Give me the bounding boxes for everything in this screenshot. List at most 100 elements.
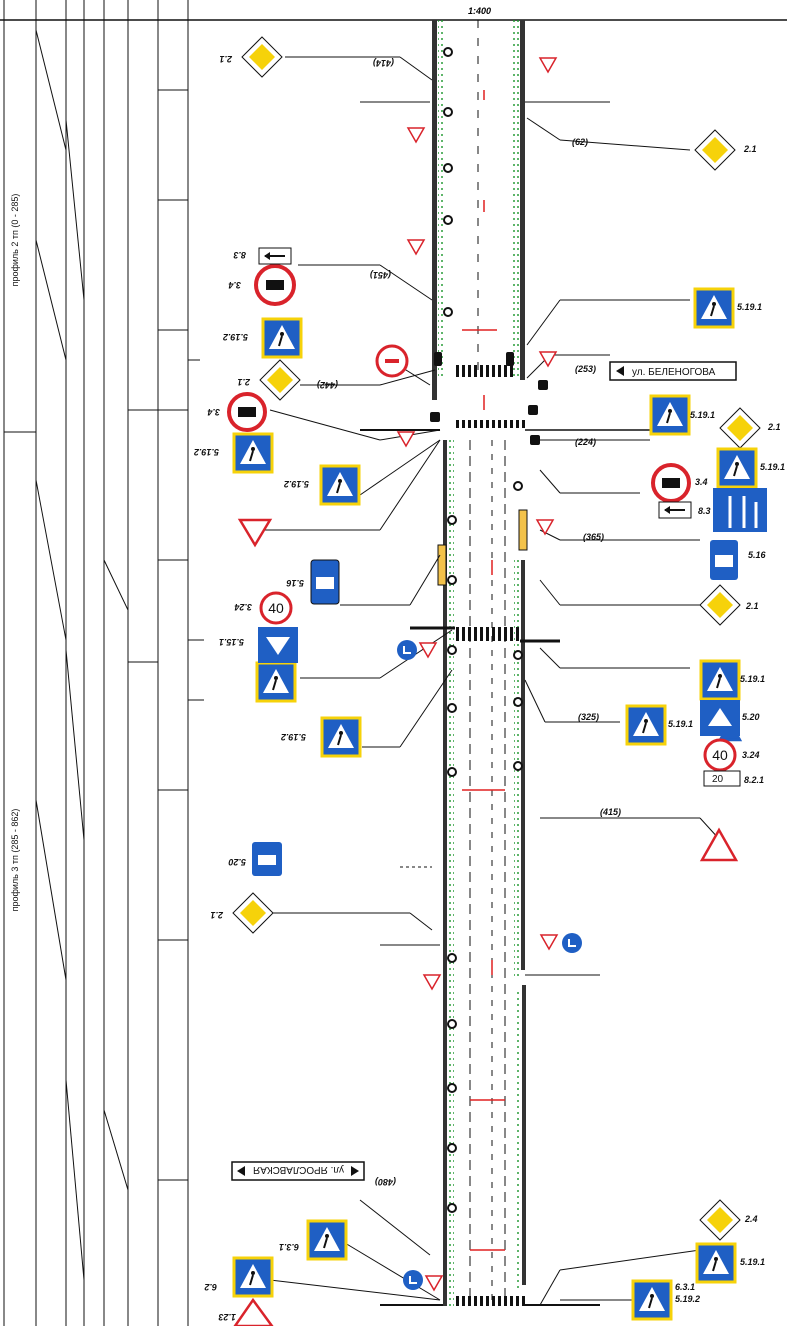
svg-text:2.1: 2.1 bbox=[745, 601, 759, 611]
pedestrian-crossing-icon bbox=[320, 716, 362, 758]
speed-limit-icon: 40 bbox=[703, 738, 737, 772]
info-signs bbox=[252, 488, 767, 1290]
svg-text:8.2.1: 8.2.1 bbox=[744, 775, 764, 785]
pedestrian-crossing-icon bbox=[716, 447, 758, 489]
pedestrian-crossing-icon bbox=[625, 704, 667, 746]
lane-start-icon bbox=[700, 700, 740, 736]
give-way-icon bbox=[535, 519, 555, 536]
svg-text:2.4: 2.4 bbox=[744, 1214, 758, 1224]
svg-text:5.19.1: 5.19.1 bbox=[760, 462, 785, 472]
arrow-left-icon bbox=[237, 1166, 245, 1176]
turn-indicator-icon bbox=[403, 1270, 423, 1290]
svg-text:2.1: 2.1 bbox=[210, 910, 224, 920]
traffic-lights bbox=[430, 352, 548, 586]
svg-text:2.1: 2.1 bbox=[743, 144, 757, 154]
svg-text:5.16: 5.16 bbox=[285, 578, 304, 588]
svg-text:1.23: 1.23 bbox=[218, 1312, 236, 1322]
svg-text:ул. ЯРОСЛАВСКАЯ: ул. ЯРОСЛАВСКАЯ bbox=[253, 1164, 344, 1175]
svg-text:(451): (451) bbox=[370, 270, 391, 280]
arrow-plates bbox=[258, 247, 692, 519]
turn-indicator-icon bbox=[562, 933, 582, 953]
pedestrian-crossing-icon bbox=[306, 1219, 348, 1261]
svg-text:5.19.2: 5.19.2 bbox=[223, 332, 248, 342]
pedestrian-crossing-icon bbox=[699, 659, 741, 701]
svg-text:5.19.1: 5.19.1 bbox=[740, 674, 765, 684]
direction-plate-icon bbox=[658, 501, 692, 519]
pedestrian-crossing-icon bbox=[649, 394, 691, 436]
svg-text:6.3.1: 6.3.1 bbox=[279, 1242, 299, 1252]
arrow-left-icon bbox=[616, 366, 624, 376]
no-trucks-icon bbox=[227, 392, 267, 432]
pedestrian-crossing-icon bbox=[319, 464, 361, 506]
give-way-icon bbox=[418, 642, 438, 659]
bus-lane-icon bbox=[252, 842, 282, 876]
svg-text:5.20: 5.20 bbox=[228, 857, 246, 867]
distance-labels: (414) (62) (442) (451) (253) (224) (365)… bbox=[317, 58, 621, 1187]
svg-text:(325): (325) bbox=[578, 712, 599, 722]
no-trucks-icon bbox=[651, 463, 691, 503]
give-way-icon bbox=[538, 57, 558, 74]
svg-text:20: 20 bbox=[712, 774, 724, 785]
street-plate-belenogova: ул. БЕЛЕНОГОВА bbox=[609, 361, 737, 381]
svg-text:5.19.2: 5.19.2 bbox=[284, 479, 309, 489]
triangle-signs bbox=[233, 57, 743, 1326]
priority-road-sign-icon bbox=[719, 407, 761, 449]
svg-text:3.4: 3.4 bbox=[695, 477, 708, 487]
pedestrian-crossing-icon bbox=[631, 1279, 673, 1321]
prohibition-signs: 40 40 bbox=[227, 264, 737, 772]
svg-text:5.19.2: 5.19.2 bbox=[281, 732, 306, 742]
scale-label: 1:400 bbox=[468, 6, 491, 16]
svg-text:2.1: 2.1 bbox=[767, 422, 781, 432]
pedestrian-crossing-icon bbox=[255, 661, 297, 703]
give-way-icon bbox=[406, 127, 426, 144]
priority-road-sign-icon bbox=[259, 359, 301, 401]
priority-road-sign-icon bbox=[694, 129, 736, 171]
sign-code-labels: 2.1 2.1 2.1 2.1 2.1 2.1 5.19.1 5.19.1 5.… bbox=[194, 54, 785, 1322]
svg-text:5.19.1: 5.19.1 bbox=[668, 719, 693, 729]
crossing-signs bbox=[232, 287, 758, 1321]
svg-text:6.2: 6.2 bbox=[204, 1282, 217, 1292]
profile-note-1: профиль 2 тп (0 - 285) bbox=[10, 194, 20, 287]
svg-text:(62): (62) bbox=[572, 137, 588, 147]
speed-limit-value: 40 bbox=[712, 747, 728, 763]
pedestrian-crossing-icon bbox=[232, 432, 274, 474]
give-way-icon bbox=[539, 934, 559, 951]
pedestrian-crossing-icon bbox=[261, 317, 303, 359]
svg-text:5.19.2: 5.19.2 bbox=[675, 1294, 700, 1304]
bus-stop-icon bbox=[310, 559, 340, 605]
svg-text:5.19.1: 5.19.1 bbox=[740, 1257, 765, 1267]
svg-text:6.3.1: 6.3.1 bbox=[675, 1282, 695, 1292]
profile-note-2: профиль 3 тп (285 - 862) bbox=[10, 809, 20, 912]
svg-text:(253): (253) bbox=[575, 364, 596, 374]
give-way-icon bbox=[538, 351, 558, 368]
svg-text:8.3: 8.3 bbox=[698, 506, 711, 516]
pedestrian-crossing-icon bbox=[232, 1256, 274, 1298]
svg-text:3.24: 3.24 bbox=[742, 750, 760, 760]
bus-stop-icon bbox=[710, 540, 738, 580]
svg-text:(480): (480) bbox=[375, 1177, 396, 1187]
warning-triangle-icon bbox=[699, 827, 739, 862]
priority-road-signs bbox=[232, 36, 761, 1241]
priority-road-sign-icon bbox=[699, 1199, 741, 1241]
priority-road-sign-icon bbox=[232, 892, 274, 934]
pedestrian-crossing-icon bbox=[695, 1242, 737, 1284]
speed-limit-icon: 40 bbox=[259, 591, 293, 625]
priority-road-sign-icon bbox=[241, 36, 283, 78]
svg-text:3.24: 3.24 bbox=[234, 602, 252, 612]
svg-text:8.3: 8.3 bbox=[233, 250, 246, 260]
svg-text:2.1: 2.1 bbox=[219, 54, 233, 64]
svg-text:5.20: 5.20 bbox=[742, 712, 760, 722]
svg-text:5.16: 5.16 bbox=[748, 550, 767, 560]
give-way-icon bbox=[237, 518, 273, 548]
give-way-icon bbox=[406, 239, 426, 256]
lane-end-icon bbox=[258, 627, 298, 663]
speed-plate: 20 bbox=[703, 770, 741, 787]
direction-plate-icon bbox=[258, 247, 292, 265]
pedestrian-crossing-icon bbox=[693, 287, 735, 329]
svg-text:3.4: 3.4 bbox=[207, 407, 220, 417]
svg-text:(365): (365) bbox=[583, 532, 604, 542]
speed-limit-value: 40 bbox=[268, 600, 284, 616]
street-plate-yaroslavskaya: ул. ЯРОСЛАВСКАЯ bbox=[231, 1161, 365, 1181]
give-way-icon bbox=[424, 1275, 444, 1292]
